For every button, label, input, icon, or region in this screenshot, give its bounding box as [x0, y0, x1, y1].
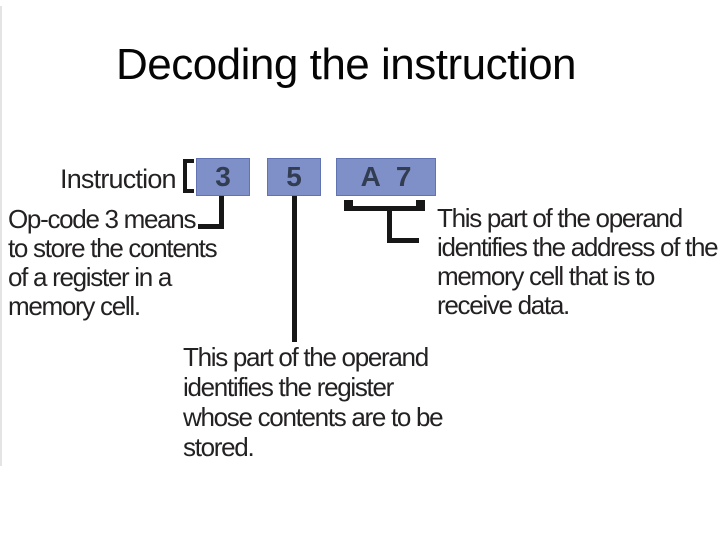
address-note-line: identifies the address of the — [437, 232, 719, 262]
address-connector-vertical-line — [387, 211, 392, 243]
register-note-line: This part of the operand — [183, 342, 429, 372]
figure-edge-artifact — [0, 6, 2, 466]
register-note-line: whose contents are to be — [183, 402, 444, 432]
register-connector-line — [292, 196, 297, 342]
address-note: This part of the operand identifies the … — [437, 203, 719, 320]
address-operand-char-7: 7 — [395, 161, 412, 192]
address-operand-char-a: A — [360, 161, 381, 192]
opcode-note-line: memory cell. — [8, 291, 141, 321]
opcode-note-line: to store the contents — [8, 233, 218, 263]
address-note-line: memory cell that is to — [437, 261, 655, 291]
address-operand-box: A 7 — [336, 158, 436, 196]
opcode-connector-horizontal-line — [198, 224, 224, 229]
address-brace-bar — [344, 206, 425, 211]
instruction-label: Instruction — [60, 164, 177, 194]
page-title: Decoding the instruction — [115, 40, 577, 89]
opcode-note-line: Op-code 3 means — [8, 204, 196, 234]
register-note: This part of the operand identifies the … — [183, 342, 444, 462]
opcode-note-line: of a register in a — [8, 262, 172, 292]
opcode-box: 3 — [196, 158, 250, 196]
address-brace-right-tick — [416, 200, 425, 211]
register-note-line: stored. — [183, 432, 255, 462]
address-note-line: receive data. — [437, 290, 570, 320]
register-operand-value: 5 — [286, 161, 302, 192]
address-brace-left-tick — [344, 200, 353, 211]
register-note-line: identifies the register — [183, 372, 394, 402]
opcode-note: Op-code 3 means to store the contents of… — [8, 204, 218, 321]
register-operand-box: 5 — [267, 158, 321, 196]
address-note-line: This part of the operand — [437, 203, 683, 233]
open-bracket-icon — [183, 159, 194, 193]
opcode-value: 3 — [215, 161, 231, 192]
opcode-connector-vertical-line — [219, 196, 224, 229]
address-connector-horizontal-line — [387, 238, 419, 243]
